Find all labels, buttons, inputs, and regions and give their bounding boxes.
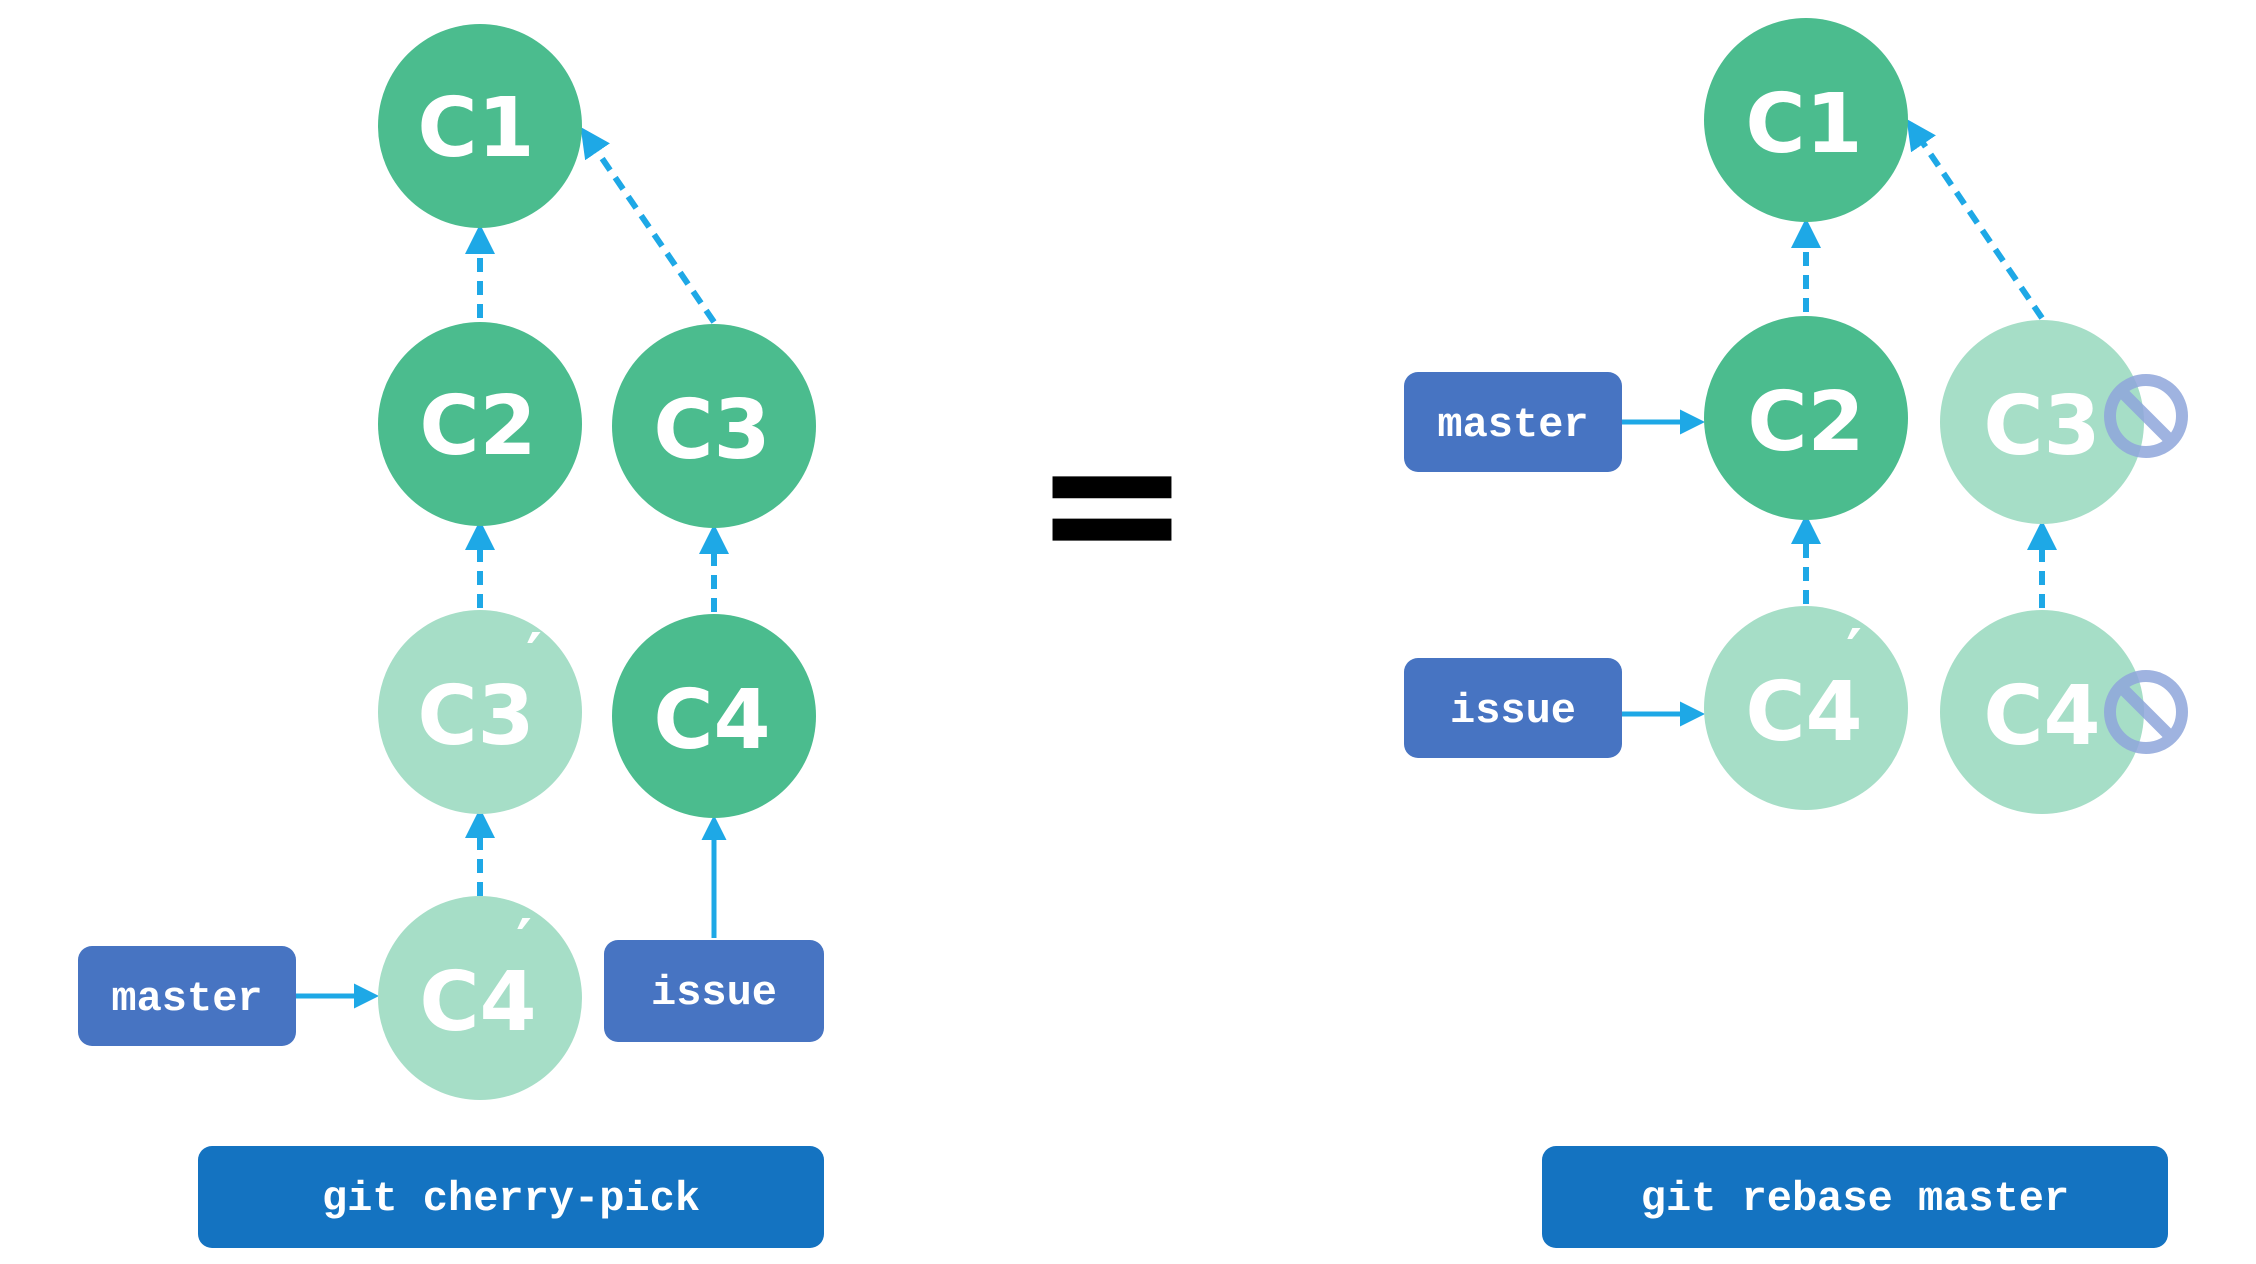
commit-c4-prime: C4 ′ [1704, 606, 1908, 810]
commit-label: C4 [419, 955, 536, 1050]
prime-mark: ′ [526, 621, 542, 691]
cherry-pick-panel: C1 C2 C3 C3 ′ C4 C4 ′ master [78, 24, 824, 1248]
rebase-panel: C1 C2 C3 C4 ′ C4 [1404, 18, 2188, 1248]
equals-sign: = [1032, 392, 1191, 613]
branch-issue: issue [1404, 658, 1622, 758]
commit-label: C3 [653, 383, 770, 478]
commit-label: C2 [419, 379, 536, 474]
commit-c2: C2 [1704, 316, 1908, 520]
branch-master: master [1404, 372, 1622, 472]
prohibited-icon [2104, 670, 2188, 754]
arrow-c3-to-c1 [1906, 119, 2045, 320]
commit-label: C3 [417, 669, 534, 764]
commit-label: C1 [417, 81, 534, 176]
branch-label: issue [1450, 687, 1576, 735]
commit-label: C2 [1747, 375, 1864, 470]
commit-c3-prime: C3 ′ [378, 610, 582, 814]
branch-label: master [111, 975, 262, 1023]
commit-label: C1 [1745, 77, 1862, 172]
commit-c4-discarded: C4 [1940, 610, 2188, 814]
commit-label: C3 [1983, 379, 2100, 474]
commit-c3-discarded: C3 [1940, 320, 2188, 524]
arrow-c3-to-c1 [580, 127, 717, 324]
prime-mark: ′ [516, 907, 532, 977]
command-label: git cherry-pick [322, 1175, 700, 1223]
prohibited-icon [2104, 374, 2188, 458]
branch-issue: issue [604, 940, 824, 1042]
command-cherry-pick: git cherry-pick [198, 1146, 824, 1248]
prime-mark: ′ [1846, 617, 1862, 687]
commit-label: C4 [1745, 665, 1862, 760]
commit-c4: C4 [612, 614, 816, 818]
commit-c1: C1 [378, 24, 582, 228]
commit-c2: C2 [378, 322, 582, 526]
commit-c1: C1 [1704, 18, 1908, 222]
command-label: git rebase master [1641, 1175, 2069, 1223]
commit-label: C4 [653, 673, 770, 768]
commit-c3: C3 [612, 324, 816, 528]
commit-c4-prime: C4 ′ [378, 896, 582, 1100]
branch-label: master [1437, 401, 1588, 449]
branch-master: master [78, 946, 296, 1046]
commit-label: C4 [1983, 669, 2100, 764]
command-rebase: git rebase master [1542, 1146, 2168, 1248]
branch-label: issue [651, 969, 777, 1017]
